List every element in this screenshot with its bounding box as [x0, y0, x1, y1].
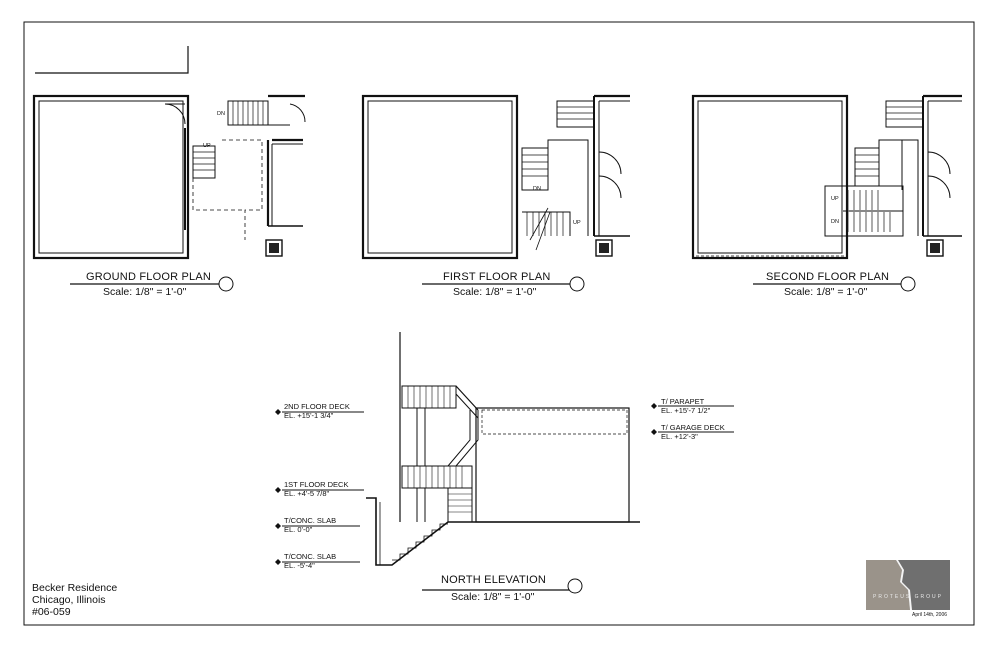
project-number: #06-059 [32, 606, 71, 618]
ground-up-label: UP [203, 143, 211, 149]
logo-text: PROTEUS GROUP [873, 594, 943, 600]
ground-floor-plan [32, 94, 306, 260]
project-info: Becker Residence Chicago, Illinois #06-0… [32, 582, 117, 618]
project-name: Becker Residence [32, 582, 118, 594]
first-up-label: UP [573, 220, 581, 226]
first-floor-plan [361, 94, 630, 260]
company-logo: PROTEUS GROUP [866, 560, 950, 610]
title-bracket [35, 46, 189, 74]
logo-mark [866, 560, 912, 610]
ground-dn-label: DN [217, 111, 225, 117]
second-dn-label: DN [831, 219, 839, 225]
second-floor-plan [691, 94, 962, 260]
second-floor-plan-scale: Scale: 1/8" = 1'-0" [784, 286, 868, 298]
elevation-markers [275, 403, 657, 565]
project-location: Chicago, Illinois [32, 594, 106, 606]
ground-floor-plan-scale: Scale: 1/8" = 1'-0" [103, 286, 187, 298]
north-elevation [282, 332, 734, 566]
ground-floor-plan-title: GROUND FLOOR PLAN [86, 271, 212, 283]
first-floor-plan-title: FIRST FLOOR PLAN [443, 271, 551, 283]
north-elevation-title: NORTH ELEVATION [441, 574, 547, 586]
second-floor-plan-title: SECOND FLOOR PLAN [766, 271, 890, 283]
second-up-label: UP [831, 196, 839, 202]
sheet-border [23, 21, 975, 626]
first-floor-plan-scale: Scale: 1/8" = 1'-0" [453, 286, 537, 298]
north-elevation-scale: Scale: 1/8" = 1'-0" [451, 591, 535, 603]
plan-title-underlines [70, 276, 916, 594]
first-dn-label: DN [533, 186, 541, 192]
sheet-date: April 14th, 2006 [912, 612, 948, 618]
